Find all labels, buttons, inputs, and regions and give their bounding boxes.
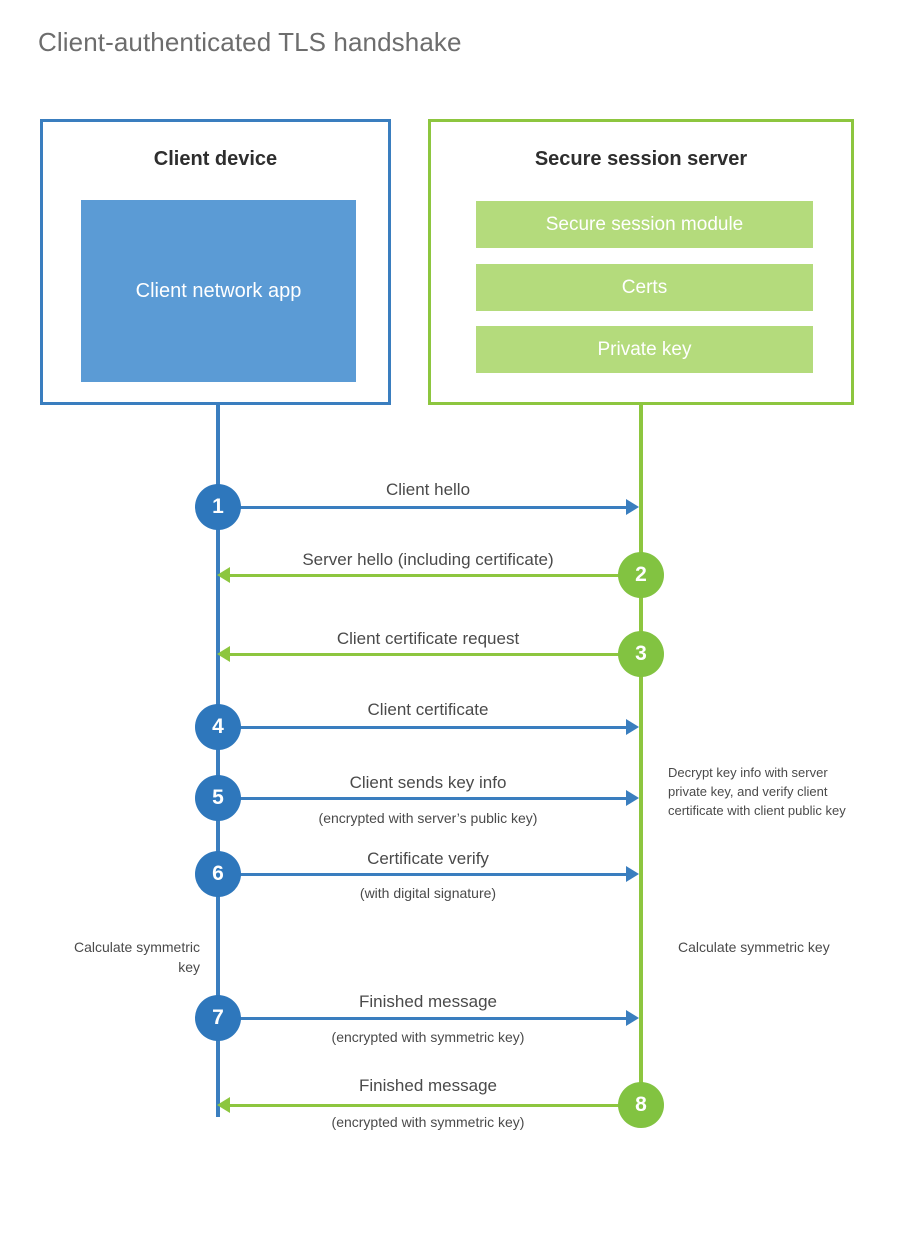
step-8-arrow-head-icon (217, 1097, 230, 1113)
step-2-arrow-line (230, 574, 640, 577)
step-6-sublabel: (with digital signature) (359, 885, 497, 901)
step-1-arrow-head-icon (626, 499, 639, 515)
step-7-arrow-head-icon (626, 1010, 639, 1026)
step-3-arrow-head-icon (217, 646, 230, 662)
secure-session-server-title: Secure session server (534, 148, 748, 170)
step-5-arrow-line (218, 797, 626, 800)
server-decrypt-note: Decrypt key info with server private key… (668, 765, 846, 818)
step-8-sublabel: (encrypted with symmetric key) (331, 1114, 525, 1130)
step-6-arrow-head-icon (626, 866, 639, 882)
step-7-marker: 7 (195, 995, 241, 1041)
step-7-label: Finished message (359, 992, 497, 1011)
client-device-title: Client device (153, 148, 278, 170)
step-6-label: Certificate verify (367, 849, 489, 868)
server-component-certs: Certs (476, 264, 813, 311)
step-4-marker: 4 (195, 704, 241, 750)
step-6-arrow-line (218, 873, 626, 876)
step-1-arrow-line (218, 506, 626, 509)
step-5-marker: 5 (195, 775, 241, 821)
step-5-arrow-head-icon (626, 790, 639, 806)
step-4-label: Client certificate (367, 700, 489, 719)
step-2-arrow-head-icon (217, 567, 230, 583)
secure-session-server-box: Secure session server Secure session mod… (428, 119, 854, 405)
client-network-app-block: Client network app (81, 200, 356, 382)
step-1-marker: 1 (195, 484, 241, 530)
step-2-marker: 2 (618, 552, 664, 598)
client-device-box: Client device Client network app (40, 119, 391, 405)
step-6-marker: 6 (195, 851, 241, 897)
step-2-label: Server hello (including certificate) (302, 550, 554, 569)
server-component-private-key: Private key (476, 326, 813, 373)
client-calculate-symmetric-key-note: Calculate symmetric key (73, 939, 200, 976)
step-7-sublabel: (encrypted with symmetric key) (331, 1029, 525, 1045)
client-lifeline (216, 405, 220, 1117)
step-3-label: Client certificate request (336, 629, 520, 648)
step-8-marker: 8 (618, 1082, 664, 1128)
server-calculate-symmetric-key-note: Calculate symmetric key (678, 939, 830, 955)
step-8-label: Finished message (359, 1076, 497, 1095)
step-5-label: Client sends key info (349, 773, 507, 792)
server-lifeline (639, 405, 643, 1105)
step-3-marker: 3 (618, 631, 664, 677)
step-8-arrow-line (230, 1104, 640, 1107)
step-4-arrow-head-icon (626, 719, 639, 735)
step-1-label: Client hello (385, 480, 471, 499)
server-component-secure-session-module: Secure session module (476, 201, 813, 248)
step-5-sublabel: (encrypted with server’s public key) (318, 810, 538, 826)
page-title: Client-authenticated TLS handshake (38, 27, 462, 57)
step-7-arrow-line (218, 1017, 626, 1020)
step-3-arrow-line (230, 653, 640, 656)
step-4-arrow-line (218, 726, 626, 729)
